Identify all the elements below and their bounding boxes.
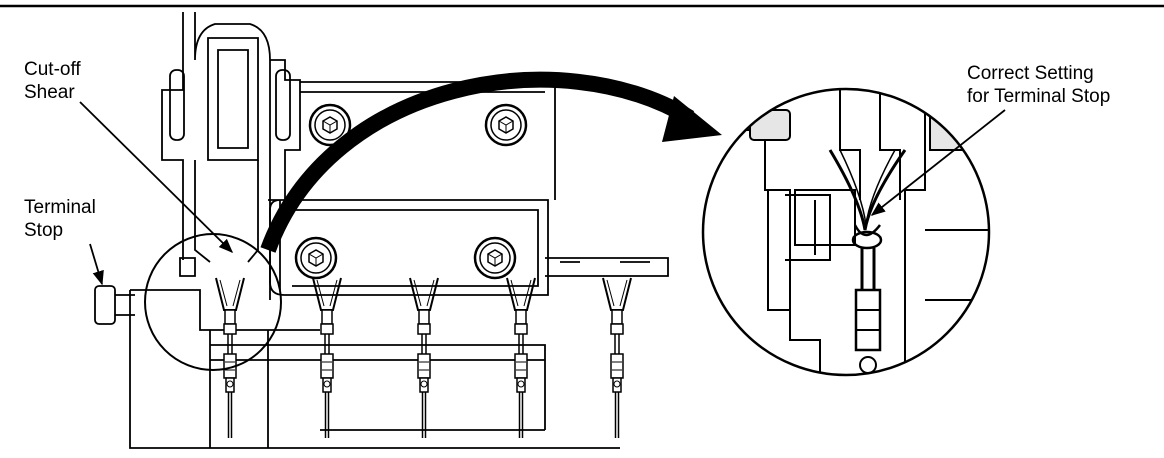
zoom-detail	[703, 89, 989, 375]
correct-setting-line-1: Correct Setting	[967, 63, 1094, 84]
terminal-icon	[215, 277, 245, 439]
terminal-icon	[409, 277, 439, 439]
cutoff-shear-line-1: Cut-off	[24, 59, 81, 80]
correct-leader	[870, 109, 1006, 216]
magnify-arrow	[260, 71, 695, 253]
screw-icon	[484, 103, 528, 147]
cutoff-leader	[79, 101, 234, 254]
detail-circle	[144, 233, 282, 371]
cutoff-shear-label: Cut-off Shear	[24, 58, 81, 104]
correct-setting-label: Correct Setting for Terminal Stop	[967, 62, 1110, 108]
correct-setting-line-2: for Terminal Stop	[967, 86, 1111, 107]
zoom-circle	[701, 87, 991, 377]
screw-icon	[294, 236, 338, 280]
screw-icon	[473, 236, 517, 280]
terminal-icon	[506, 277, 536, 439]
terminal-stop-line-1: Terminal	[24, 197, 96, 218]
terminal-icon	[602, 277, 632, 439]
terminal-stop-label: Terminal Stop	[24, 196, 96, 242]
cutoff-shear-line-2: Shear	[24, 82, 75, 103]
terminal-stop-line-2: Stop	[24, 220, 64, 241]
terminal-icon	[312, 277, 342, 439]
applicator-body	[94, 12, 669, 449]
tstop-leader	[89, 243, 104, 286]
